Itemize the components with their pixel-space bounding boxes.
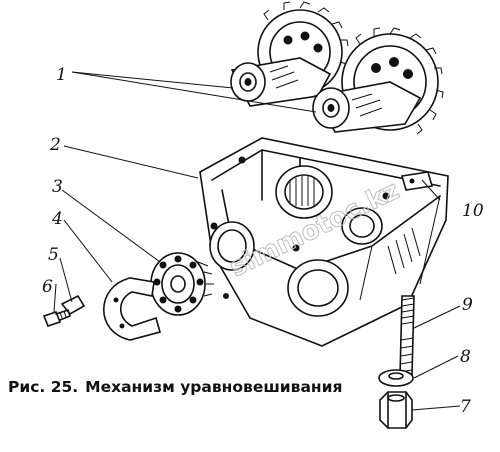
callout-2: 2 (49, 135, 61, 155)
callout-4: 4 (51, 209, 63, 229)
callout-6: 6 (42, 277, 53, 297)
balancer-weight-lower (312, 81, 422, 133)
retaining-ring (103, 277, 161, 341)
lock-plate (400, 171, 434, 191)
flat-washer (378, 369, 414, 387)
callout-8: 8 (460, 347, 471, 367)
callout-1: 1 (56, 65, 67, 85)
balancer-weight-upper (230, 57, 332, 107)
callout-10: 10 (462, 201, 484, 221)
ball-bearing (150, 252, 214, 316)
callout-3: 3 (52, 177, 63, 197)
hex-nut (379, 391, 413, 429)
stud-bolt (399, 295, 415, 377)
callout-5: 5 (48, 245, 59, 265)
leader-lines (53, 71, 461, 411)
figure-caption: Рис. 25. Механизм уравновешивания (8, 378, 349, 396)
figure-caption-prefix: Рис. 25. (8, 378, 79, 396)
fixing-bolt (42, 309, 71, 327)
figure-caption-title: Механизм уравновешивания (85, 378, 343, 396)
callout-7: 7 (460, 397, 471, 417)
callout-9: 9 (462, 295, 473, 315)
